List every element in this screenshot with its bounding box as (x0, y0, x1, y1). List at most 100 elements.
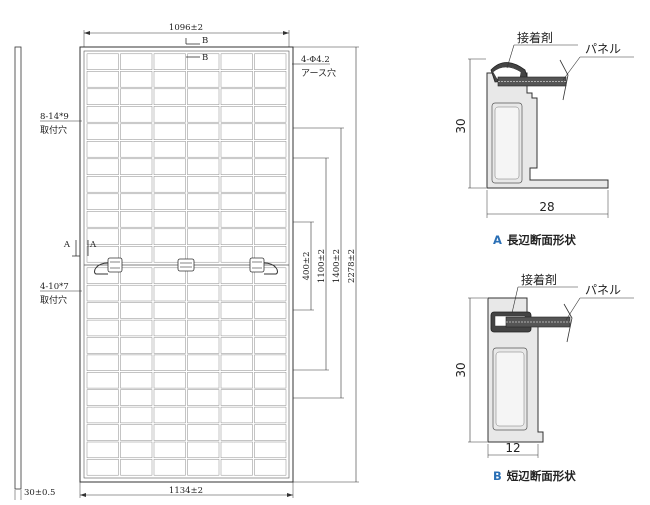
section-short-height-label: 30 (454, 362, 468, 377)
solar-cell (220, 337, 253, 354)
width-top-dimension: 1096±2 (83, 23, 290, 47)
solar-cell (220, 302, 253, 319)
solar-cell (86, 389, 119, 406)
solar-cell (220, 193, 253, 210)
solar-cell (120, 319, 153, 337)
solar-cell (153, 284, 186, 302)
solar-cell (120, 441, 153, 459)
solar-cell (187, 158, 220, 175)
solar-cell (120, 372, 153, 389)
solar-cell (220, 88, 253, 105)
section-mark-a: A A (63, 240, 97, 257)
solar-cell (120, 88, 153, 105)
solar-cell (86, 71, 119, 88)
solar-cell (254, 88, 287, 105)
solar-cell (86, 337, 119, 354)
solar-cell (153, 88, 186, 105)
solar-cell (153, 141, 186, 158)
solar-cell (86, 141, 119, 158)
solar-cell (187, 53, 220, 70)
solar-cell (120, 406, 153, 424)
dim-1100-label: 1100±2 (317, 249, 327, 283)
solar-cell (86, 53, 119, 70)
solar-cell (220, 284, 253, 302)
solar-cell (220, 354, 253, 371)
solar-cell (86, 459, 119, 476)
solar-cell (120, 158, 153, 175)
section-short-width-label: 12 (505, 441, 520, 455)
vertical-dimensions: 400±2 1100±2 1400±2 2278±2 (293, 46, 359, 483)
solar-cell (86, 106, 119, 123)
solar-cell (220, 141, 253, 158)
solar-cell (220, 441, 253, 459)
panel-front-view (79, 46, 294, 483)
solar-cell (254, 193, 287, 210)
solar-cell (120, 354, 153, 371)
solar-cell (254, 302, 287, 319)
solar-cell (86, 302, 119, 319)
solar-cell (120, 71, 153, 88)
solar-cell (254, 123, 287, 140)
solar-cell (120, 141, 153, 158)
solar-cell (187, 354, 220, 371)
dim-400-label: 400±2 (302, 252, 312, 281)
solar-cell (153, 53, 186, 70)
solar-cell (187, 228, 220, 245)
solar-cell (86, 441, 119, 459)
solar-cell (254, 141, 287, 158)
solar-cell (153, 389, 186, 406)
solar-cell (187, 389, 220, 406)
solar-cell (86, 158, 119, 175)
solar-cell (220, 389, 253, 406)
solar-cell (187, 459, 220, 476)
solar-cell (86, 372, 119, 389)
solar-cell (254, 424, 287, 441)
solar-cell (120, 267, 153, 284)
solar-cell (153, 123, 186, 140)
section-mark-b-lower: B (202, 53, 208, 63)
solar-cell (120, 228, 153, 245)
solar-cell (120, 459, 153, 476)
junction-box-center (177, 258, 195, 272)
section-long-height-label: 30 (454, 118, 468, 133)
solar-cell (254, 441, 287, 459)
width-top-label: 1096±2 (169, 23, 203, 33)
solar-cell (220, 319, 253, 337)
solar-cell (153, 372, 186, 389)
section-short-caption: B 短辺断面形状 (493, 469, 576, 483)
solar-cell (153, 406, 186, 424)
solar-cell (254, 53, 287, 70)
solar-cell (86, 354, 119, 371)
solar-cell (153, 354, 186, 371)
solar-cell (153, 176, 186, 193)
solar-cell (254, 389, 287, 406)
solar-cell (220, 228, 253, 245)
section-short-caption-letter: B (493, 469, 502, 483)
section-short-caption-text: 短辺断面形状 (507, 469, 576, 483)
section-long-width-label: 28 (539, 200, 554, 214)
solar-cell (86, 123, 119, 140)
solar-cell (187, 141, 220, 158)
solar-cell (120, 389, 153, 406)
solar-cell (120, 53, 153, 70)
solar-cell (220, 71, 253, 88)
mount-hole-upper-spec: 8-14*9 (40, 112, 69, 122)
solar-cell (153, 441, 186, 459)
solar-cell (86, 228, 119, 245)
solar-cell (187, 424, 220, 441)
solar-cell (86, 211, 119, 228)
solar-cell (220, 267, 253, 284)
solar-cell (153, 71, 186, 88)
solar-cell (254, 71, 287, 88)
solar-cell (86, 176, 119, 193)
dim-length-label: 2278±2 (347, 249, 357, 283)
solar-cell (187, 267, 220, 284)
solar-cell (153, 211, 186, 228)
solar-cell (187, 372, 220, 389)
solar-cell (120, 211, 153, 228)
solar-cell (254, 337, 287, 354)
solar-cell (120, 424, 153, 441)
